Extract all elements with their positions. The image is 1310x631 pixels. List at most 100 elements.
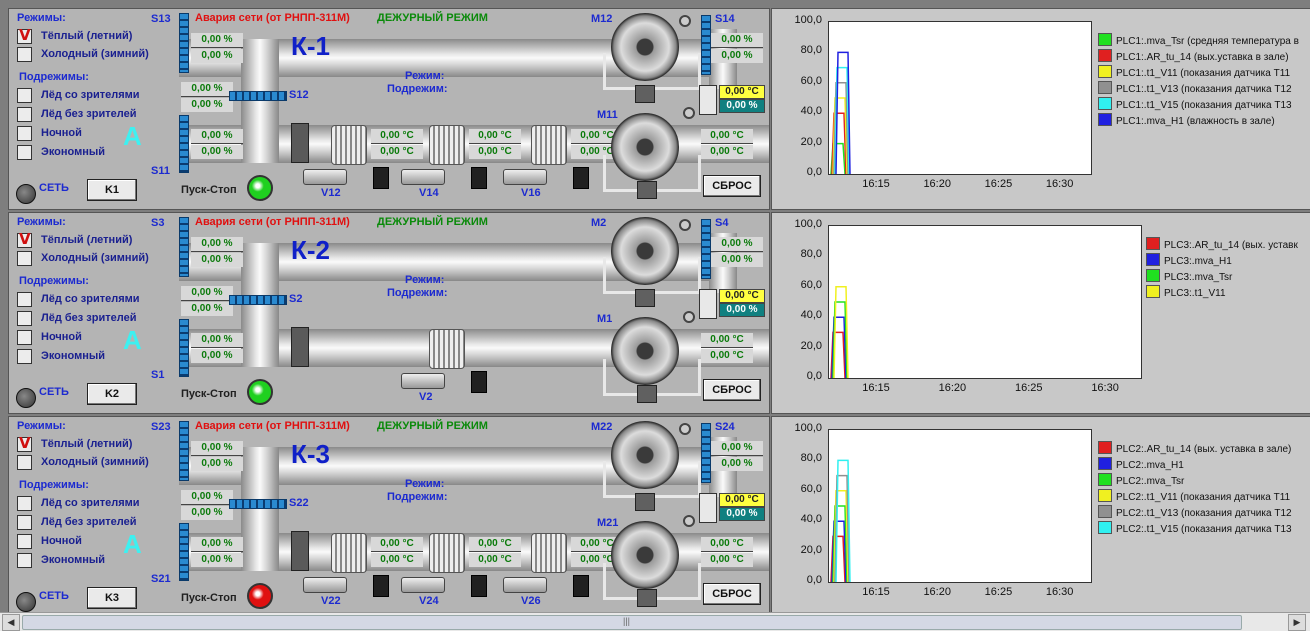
- series-line-2: [831, 316, 847, 378]
- valve-actuator-3: [573, 575, 589, 597]
- fan-bot-gear-icon: [683, 311, 695, 323]
- fan-bot-icon: [611, 113, 679, 181]
- sensor-right-value-1: 0,00 %: [711, 237, 763, 252]
- cold-mode-checkbox[interactable]: [17, 455, 32, 470]
- chart-plot-area: [828, 429, 1092, 583]
- start-stop-label: Пуск-Стоп: [181, 592, 237, 604]
- series-line-3: [832, 505, 848, 582]
- sensor-mid-label: S12: [289, 89, 309, 101]
- submode-label-3: Ночной: [41, 535, 82, 547]
- k-button[interactable]: K2: [87, 383, 137, 405]
- filter-box: [699, 493, 717, 523]
- sensor-mid-label: S22: [289, 497, 309, 509]
- start-stop-lamp[interactable]: [247, 379, 273, 405]
- series-line-4: [833, 286, 849, 378]
- submode-checkbox-3[interactable]: [17, 126, 32, 141]
- warm-mode-checkbox[interactable]: [17, 26, 32, 44]
- submode-checkbox-2[interactable]: [17, 107, 32, 122]
- net-label: СЕТЬ: [39, 386, 69, 398]
- start-stop-lamp[interactable]: [247, 583, 273, 609]
- reset-button[interactable]: СБРОС: [703, 175, 761, 197]
- x-tick-label: 16:25: [984, 586, 1013, 598]
- sensor-bot-value-2: 0,00 %: [191, 145, 243, 159]
- filter-box: [699, 289, 717, 319]
- warm-mode-checkbox[interactable]: [17, 434, 32, 452]
- coil-temp-1-3: 0,00 °C: [571, 129, 623, 144]
- cold-mode-checkbox[interactable]: [17, 47, 32, 62]
- x-tick-label: 16:15: [862, 382, 890, 394]
- legend-swatch: [1146, 285, 1160, 298]
- x-tick-label: 16:25: [984, 178, 1013, 190]
- damper: [291, 327, 309, 367]
- k-button[interactable]: K3: [87, 587, 137, 609]
- legend-swatch: [1098, 457, 1112, 470]
- fan-top-gear-icon: [679, 423, 691, 435]
- sensor-top-value-2: 0,00 %: [191, 457, 243, 471]
- unit-title: К-1: [291, 31, 330, 61]
- submode-checkbox-4[interactable]: [17, 553, 32, 568]
- valve-body-1: [303, 577, 347, 593]
- k-button[interactable]: K1: [87, 179, 137, 201]
- unit-panel-1: Режимы:Тёплый (летний)Холодный (зимний)П…: [8, 8, 770, 210]
- supply-temp-box: 0,00 °C: [719, 289, 765, 303]
- y-tick-label: 80,0: [800, 452, 822, 465]
- submode-checkbox-2[interactable]: [17, 311, 32, 326]
- sensor-mid-bar: [229, 295, 287, 305]
- legend-swatch: [1146, 237, 1160, 250]
- scroll-right-button[interactable]: ▶: [1288, 614, 1306, 631]
- fan-top-icon: [611, 13, 679, 81]
- heater-coil-1: [331, 125, 367, 165]
- legend-item-1: PLC1:.mva_Tsr (средняя температура в: [1098, 33, 1299, 47]
- legend-label: PLC3:.mva_Tsr: [1164, 272, 1233, 283]
- y-tick-label: 40,0: [800, 513, 822, 526]
- submode-label-3: Ночной: [41, 331, 82, 343]
- y-tick-label: 60,0: [800, 482, 822, 495]
- y-tick-label: 0,0: [806, 166, 822, 178]
- auto-indicator: A: [123, 325, 142, 355]
- start-stop-lamp[interactable]: [247, 175, 273, 201]
- submode-checkbox-1[interactable]: [17, 88, 32, 103]
- warm-mode-checkbox[interactable]: [17, 230, 32, 248]
- cold-mode-checkbox[interactable]: [17, 251, 32, 266]
- reset-button[interactable]: СБРОС: [703, 379, 761, 401]
- warm-mode-label: Тёплый (летний): [41, 234, 133, 246]
- submode-checkbox-1[interactable]: [17, 496, 32, 511]
- legend-item-2: PLC1:.AR_tu_14 (вых.уставка в зале): [1098, 49, 1289, 63]
- return-temp-1: 0,00 °C: [701, 333, 753, 348]
- submode-checkbox-4[interactable]: [17, 349, 32, 364]
- heater-coil-2: [429, 125, 465, 165]
- valve-actuator-3: [573, 167, 589, 189]
- submode-checkbox-1[interactable]: [17, 292, 32, 307]
- net-indicator: [16, 592, 36, 612]
- return-temp-1: 0,00 °C: [701, 537, 753, 552]
- coil-temp-1-1: 0,00 °C: [371, 129, 423, 144]
- sensor-mid-label: S2: [289, 293, 303, 305]
- fan-bot-base: [637, 181, 657, 199]
- x-tick-label: 16:30: [1045, 586, 1074, 598]
- submode-checkbox-4[interactable]: [17, 145, 32, 160]
- submode-text: Подрежим:: [387, 491, 448, 503]
- mode-text: Режим:: [405, 478, 445, 490]
- warm-mode-label: Тёплый (летний): [41, 30, 133, 42]
- valve-label-3: V26: [521, 595, 541, 607]
- submode-checkbox-3[interactable]: [17, 330, 32, 345]
- coil-temp-2-3: 0,00 °C: [571, 553, 623, 567]
- series-line-5: [834, 66, 850, 174]
- submode-checkbox-3[interactable]: [17, 534, 32, 549]
- coil-temp-2-2: 0,00 °C: [469, 145, 521, 159]
- y-tick-label: 60,0: [800, 74, 822, 87]
- fan-bot-gear-icon: [683, 107, 695, 119]
- submode-checkbox-2[interactable]: [17, 515, 32, 530]
- valve-actuator-1: [471, 371, 487, 393]
- horizontal-scrollbar[interactable]: ◀ ||| ▶: [0, 612, 1310, 631]
- heater-coil-1: [331, 533, 367, 573]
- chart-svg: [830, 286, 849, 378]
- return-temp-2: 0,00 °C: [701, 145, 753, 159]
- supply-humidity-box: 0,00 %: [719, 507, 765, 521]
- y-tick-label: 40,0: [800, 105, 822, 118]
- reset-button[interactable]: СБРОС: [703, 583, 761, 605]
- scroll-thumb[interactable]: |||: [22, 615, 1242, 630]
- scroll-left-button[interactable]: ◀: [2, 614, 20, 631]
